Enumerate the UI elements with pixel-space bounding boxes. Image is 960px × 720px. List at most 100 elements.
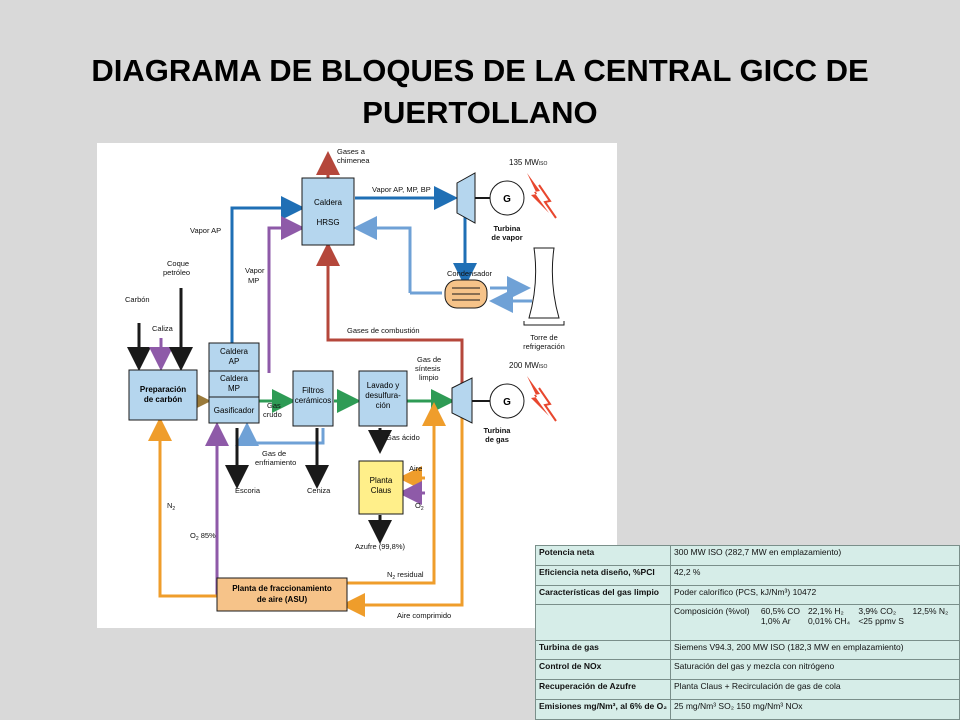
flow-vapor-mp xyxy=(267,216,305,373)
table-row: Potencia neta 300 MW ISO (282,7 MW en em… xyxy=(534,545,960,566)
gasifier-stack-block: Caldera AP Caldera MP Gasificador xyxy=(208,342,260,424)
row-value: Poder calorífico (PCS, kJ/Nm³) 10472 xyxy=(670,584,960,606)
caldera-mp-label-1: Caldera xyxy=(220,374,249,383)
composition-cell: Composición (%vol) 60,5% CO 22,1% H₂ 3,9… xyxy=(670,604,960,641)
label-power-steam: 135 MWISO xyxy=(509,158,548,167)
row-label xyxy=(534,604,672,641)
row-label: Eficiencia neta diseño, %PCI xyxy=(534,564,672,586)
steam-turbine-icon: G xyxy=(456,172,525,224)
label-o2: O2 xyxy=(415,501,424,512)
label-n2: N2 xyxy=(167,501,175,512)
flow-gases-combustion xyxy=(316,242,464,401)
label-turbina-vapor-2: de vapor xyxy=(491,233,522,242)
comp-cell: 3,9% CO₂ xyxy=(858,606,897,617)
comp-cell xyxy=(912,616,956,626)
label-gas-sintesis-1: Gas de xyxy=(417,355,441,364)
steam-generator-symbol: G xyxy=(503,194,511,205)
planta-claus-block: Planta Claus xyxy=(358,460,404,515)
row-value: Planta Claus + Recirculación de gas de c… xyxy=(670,679,960,701)
comp-cell: 60,5% CO xyxy=(760,606,801,617)
caldera-hrsg-block: Caldera HRSG xyxy=(301,177,355,246)
composition-label: Composición (%vol) xyxy=(674,606,750,617)
lavado-label-1: Lavado y xyxy=(367,381,399,390)
comp-cell: 0,01% CH₄ xyxy=(807,616,851,627)
label-vapor-ap: Vapor AP xyxy=(190,226,221,235)
label-gas-enfriamiento-2: enfriamiento xyxy=(255,458,296,467)
filtros-label-2: cerámicos xyxy=(295,396,331,405)
label-carbon: Carbón xyxy=(125,295,150,304)
flow-condensate-return xyxy=(353,216,412,293)
preparacion-label-1: Preparación xyxy=(140,385,186,394)
table-row: Composición (%vol) 60,5% CO 22,1% H₂ 3,9… xyxy=(534,604,960,641)
caldera-hrsg-label-1: Caldera xyxy=(314,198,343,207)
row-value: 25 mg/Nm³ SO₂ 150 mg/Nm³ NOx xyxy=(670,699,960,720)
cooling-tower-icon xyxy=(523,247,565,326)
label-gas-acido: Gas ácido xyxy=(386,433,420,442)
flow-n2 xyxy=(148,417,217,598)
filtros-block: Filtros cerámicos xyxy=(292,370,334,427)
label-vapor-mp-2: MP xyxy=(248,276,259,285)
caldera-mp-label-2: MP xyxy=(228,384,240,393)
label-turbina-gas-1: Turbina xyxy=(484,426,512,435)
label-gas-crudo-2: crudo xyxy=(263,410,282,419)
label-gases-combustion: Gases de combustión xyxy=(347,326,420,335)
row-label: Recuperación de Azufre xyxy=(534,679,672,701)
label-torre-2: refrigeración xyxy=(523,342,565,351)
label-gas-enfriamiento-1: Gas de xyxy=(262,449,286,458)
label-n2-residual: N2 residual xyxy=(387,570,424,581)
claus-label-2: Claus xyxy=(371,486,391,495)
gas-turbine-icon: G xyxy=(451,377,525,424)
label-gases-chimenea-1: Gases a xyxy=(337,147,366,156)
label-torre-1: Torre de xyxy=(530,333,558,342)
label-escoria: Escoria xyxy=(235,486,261,495)
row-label: Turbina de gas xyxy=(534,639,672,661)
label-vapor-ap-mp-bp: Vapor AP, MP, BP xyxy=(372,185,431,194)
flow-gas-enfriamiento xyxy=(235,422,325,446)
flow-n2-residual xyxy=(347,402,446,585)
label-o2-85: O2 85% xyxy=(190,531,216,542)
row-label: Características del gas limpio xyxy=(534,584,672,606)
caldera-hrsg-label-2: HRSG xyxy=(316,218,339,227)
label-gas-sintesis-3: limpio xyxy=(419,373,439,382)
row-value: Saturación del gas y mezcla con nitrógen… xyxy=(670,659,960,681)
label-coque-1: Coque xyxy=(167,259,189,268)
label-turbina-vapor-1: Turbina xyxy=(494,224,522,233)
label-coque-2: petróleo xyxy=(163,268,190,277)
label-condensador: Condensador xyxy=(447,269,493,278)
row-value: 300 MW ISO (282,7 MW en emplazamiento) xyxy=(670,545,960,566)
gas-turbine-lightning-icon xyxy=(527,376,557,422)
row-value: Siemens V94.3, 200 MW ISO (182,3 MW en e… xyxy=(670,639,960,661)
label-gas-crudo-1: Gas xyxy=(267,401,281,410)
claus-label-1: Planta xyxy=(370,476,393,485)
table-row: Recuperación de Azufre Planta Claus + Re… xyxy=(534,679,960,701)
comp-cell: <25 ppmv S xyxy=(858,616,904,627)
label-power-gas: 200 MWISO xyxy=(509,361,548,370)
label-caliza: Caliza xyxy=(152,324,174,333)
lavado-label-2: desulfura- xyxy=(365,391,401,400)
title-line-2: PUERTOLLANO xyxy=(362,95,598,130)
table-row: Eficiencia neta diseño, %PCI 42,2 % xyxy=(534,564,960,586)
table-row: Características del gas limpio Poder cal… xyxy=(534,584,960,606)
block-diagram: Caldera HRSG G G Preparación de carbón xyxy=(97,143,617,628)
gas-generator-symbol: G xyxy=(503,397,511,408)
caldera-ap-label-1: Caldera xyxy=(220,347,249,356)
row-label: Potencia neta xyxy=(534,545,672,566)
condenser-icon xyxy=(444,279,488,309)
composition-table: Composición (%vol) 60,5% CO 22,1% H₂ 3,9… xyxy=(674,606,956,626)
row-label: Emisiones mg/Nm³, al 6% de O₂ xyxy=(534,699,672,720)
label-vapor-mp-1: Vapor xyxy=(245,266,265,275)
asu-label-1: Planta de fraccionamiento xyxy=(232,584,332,593)
comp-cell: 22,1% H₂ xyxy=(807,606,844,617)
preparacion-label-2: de carbón xyxy=(144,395,182,404)
label-aire-comprimido: Aire comprimido xyxy=(397,611,451,620)
label-turbina-gas-2: de gas xyxy=(485,435,509,444)
row-value: 42,2 % xyxy=(670,564,960,586)
filtros-label-1: Filtros xyxy=(302,386,324,395)
label-azufre: Azufre (99,8%) xyxy=(355,542,406,551)
flow-vapor-ap xyxy=(230,196,305,348)
lavado-block: Lavado y desulfura- ción xyxy=(358,370,408,427)
caldera-ap-label-2: AP xyxy=(229,357,240,366)
table-row: Turbina de gas Siemens V94.3, 200 MW ISO… xyxy=(534,639,960,661)
steam-turbine-lightning-icon xyxy=(527,173,557,219)
spec-table: Potencia neta 300 MW ISO (282,7 MW en em… xyxy=(534,545,960,720)
